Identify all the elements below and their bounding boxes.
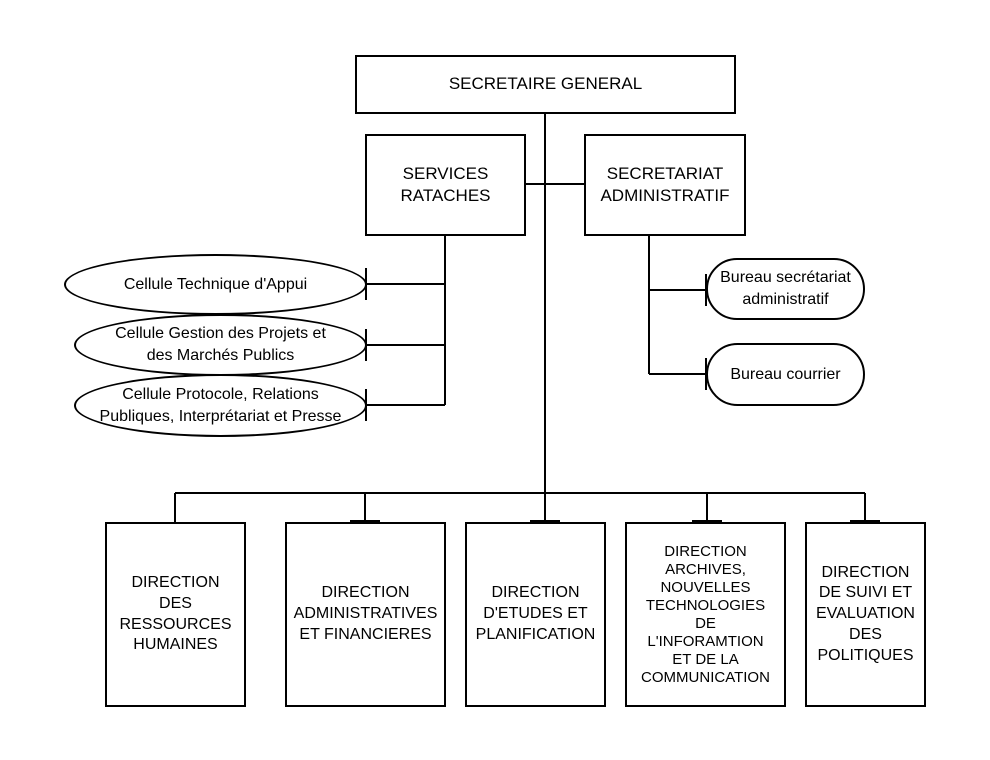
directorate-label: DIRECTION DES RESSOURCES HUMAINES <box>119 573 232 654</box>
directorate-studies-planning: DIRECTION D'ETUDES ET PLANIFICATION <box>465 522 606 707</box>
directorate-human-resources: DIRECTION DES RESSOURCES HUMAINES <box>105 522 246 707</box>
directorate-label: DIRECTION ADMINISTRATIVES ET FINANCIERES <box>293 584 438 643</box>
secretary-general-label: SECRETAIRE GENERAL <box>448 74 643 94</box>
directorate-label: DIRECTION DE SUIVI ET EVALUATION DES POL… <box>816 563 915 664</box>
directorate-archives-ict: DIRECTION ARCHIVES, NOUVELLES TECHNOLOGI… <box>625 522 786 707</box>
directorate-monitoring-evaluation: DIRECTION DE SUIVI ET EVALUATION DES POL… <box>805 522 926 707</box>
cell-label: Cellule Protocole, Relations Publiques, … <box>99 385 342 425</box>
cell-label: Cellule Gestion des Projets et des March… <box>115 325 326 364</box>
bureau-label: Bureau secrétariat administratif <box>720 269 851 308</box>
administrative-secretariat-label: SECRETARIAT ADMINISTRATIF <box>600 163 730 205</box>
directorate-label: DIRECTION ARCHIVES, NOUVELLES TECHNOLOGI… <box>641 542 770 686</box>
bureau-mail: Bureau courrier <box>706 343 865 406</box>
cell-label: Cellule Technique d'Appui <box>123 275 308 293</box>
cell-protocol-press: Cellule Protocole, Relations Publiques, … <box>74 374 367 437</box>
administrative-secretariat-box: SECRETARIAT ADMINISTRATIF <box>584 134 746 236</box>
attached-services-box: SERVICES RATACHES <box>365 134 526 236</box>
cell-technical-support: Cellule Technique d'Appui <box>64 254 367 315</box>
directorate-label: DIRECTION D'ETUDES ET PLANIFICATION <box>475 584 596 643</box>
secretary-general-box: SECRETAIRE GENERAL <box>355 55 736 114</box>
attached-services-label: SERVICES RATACHES <box>400 163 491 205</box>
directorate-administrative-financial: DIRECTION ADMINISTRATIVES ET FINANCIERES <box>285 522 446 707</box>
cell-projects-procurement: Cellule Gestion des Projets et des March… <box>74 314 367 376</box>
bureau-label: Bureau courrier <box>730 365 841 383</box>
bureau-administrative-secretariat: Bureau secrétariat administratif <box>706 258 865 320</box>
